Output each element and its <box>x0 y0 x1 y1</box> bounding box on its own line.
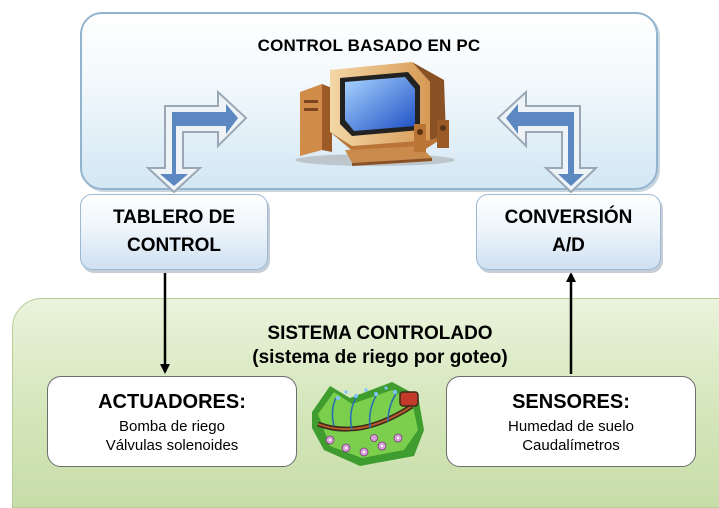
desktop-computer-icon <box>295 62 455 166</box>
sensores-box: SENSORES: Humedad de suelo Caudalímetros <box>446 376 696 467</box>
conversion-to-pc-arrow-icon <box>496 89 599 194</box>
diagram-graphics <box>145 62 599 466</box>
sensores-item: Caudalímetros <box>522 436 620 454</box>
drip-irrigation-icon <box>312 382 424 466</box>
controlled-system-title-line1: SISTEMA CONTROLADO <box>267 323 493 344</box>
controlled-system-title: SISTEMA CONTROLADO (sistema de riego por… <box>200 322 560 370</box>
actuadores-box: ACTUADORES: Bomba de riego Válvulas sole… <box>47 376 297 467</box>
pc-to-tablero-arrow-icon <box>145 89 248 194</box>
actuadores-title: ACTUADORES: <box>98 390 246 413</box>
conversion-ad-box: CONVERSIÓN A/D <box>476 194 661 270</box>
conversion-line1: CONVERSIÓN <box>504 207 633 228</box>
actuadores-item: Bomba de riego <box>119 417 225 435</box>
tablero-control-box: TABLERO DE CONTROL <box>80 194 268 270</box>
sensores-item: Humedad de suelo <box>508 417 634 435</box>
control-pc-title: CONTROL BASADO EN PC <box>257 36 481 55</box>
tablero-line2: CONTROL <box>127 235 221 256</box>
actuadores-item: Válvulas solenoides <box>105 436 239 454</box>
controlled-system-title-line2: (sistema de riego por goteo) <box>252 347 508 368</box>
sensores-title: SENSORES: <box>512 390 630 413</box>
conversion-line2: A/D <box>552 235 585 256</box>
tablero-line1: TABLERO DE <box>112 207 236 228</box>
